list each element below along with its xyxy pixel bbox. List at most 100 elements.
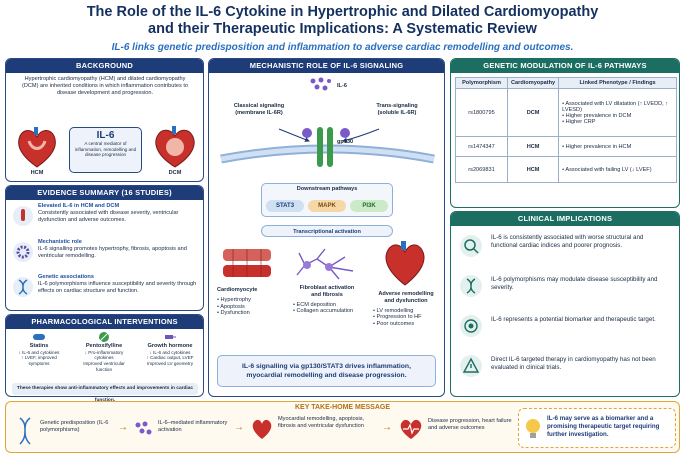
cardiomyocyte-block: Cardiomyocyte Hypertrophy Apoptosis Dysf…: [217, 287, 287, 317]
takehome-step: Myocardial remodelling, apoptosis, fibro…: [278, 416, 365, 429]
list-item: Progression to HF: [373, 314, 443, 321]
hcm-label: HCM: [30, 170, 44, 176]
findings-cell: Higher prevalence in HCM: [558, 136, 677, 157]
trans-label: Trans-signaling (soluble IL-6R): [361, 103, 433, 117]
il6-center-title: IL-6: [96, 130, 115, 141]
mechanism-summary: IL-6 signalling via gp130/STAT3 drives i…: [217, 355, 436, 387]
evidence-item-title: Elevated IL-6 in HCM and DCM: [38, 203, 120, 209]
fibroblast-title-2: and fibrosis: [311, 291, 343, 298]
conclusion-box: IL-6 may serve as a biomarker and a prom…: [518, 408, 676, 448]
takehome-step: IL-6–mediated inflammatory activation: [158, 420, 228, 433]
classical-label: Classical signaling (membrane IL-6R): [223, 103, 295, 117]
evidence-item-text: IL-6 signalling promotes hypertrophy, fi…: [38, 246, 187, 259]
evidence-panel: EVIDENCE SUMMARY (16 STUDIES) Elevated I…: [5, 185, 204, 311]
list-item: Higher CRP: [562, 119, 673, 125]
pathway-stat3: STAT3: [266, 200, 304, 212]
list-item: LV remodelling: [373, 308, 443, 315]
adverse-list: LV remodelling Progression to HF Poor ou…: [373, 308, 443, 328]
cm-cell: DCM: [506, 88, 560, 137]
heart-icon: [252, 419, 272, 439]
target-icon: [460, 315, 482, 337]
arrow-icon: →: [234, 422, 244, 433]
ligand-label: IL-6: [337, 83, 347, 89]
cardiomyocyte-icon: [223, 249, 271, 277]
column-header: Polymorphism: [455, 77, 508, 89]
pharma-footer: These therapies show anti-inflammatory e…: [12, 383, 198, 403]
snp-cell: rs1474347: [455, 136, 508, 157]
list-item: Collagen accumulation: [293, 308, 365, 315]
drug-line: ↓ IL-6 and cytokines: [18, 349, 60, 355]
title-line-1: The Role of the IL-6 Cytokine in Hypertr…: [86, 4, 599, 20]
takehome-step: Disease progression, heart failure and a…: [428, 418, 512, 431]
classical-line-1: Classical signaling: [233, 103, 285, 109]
snp-cell: rs1800795: [455, 88, 508, 137]
list-item: Hypertrophy: [217, 297, 287, 304]
takehome-conclusion: IL-6 may serve as a biomarker and a prom…: [547, 415, 660, 438]
evidence-item-title: Genetic associations: [38, 274, 94, 280]
adverse-title-2: and dysfunction: [384, 297, 428, 304]
hcm-heart-icon: [18, 127, 56, 168]
adverse-title-1: Adverse remodelling: [378, 291, 434, 297]
drug-line: ↑ LVEF, improved: [21, 355, 57, 361]
genetic-table: Polymorphism Cardiomyopathy Linked Pheno…: [455, 77, 677, 183]
dna-icon: [460, 275, 482, 297]
ligand-dots-icon: [135, 421, 152, 435]
genetic-heading: GENETIC MODULATION OF IL-6 PATHWAYS: [451, 59, 679, 73]
evidence-item-title: Mechanistic role: [38, 239, 82, 245]
pharma-panel: PHARMACOLOGICAL INTERVENTIONS Statins ↓ …: [5, 314, 204, 403]
dcm-label: DCM: [168, 170, 182, 176]
list-item: Dysfunction: [217, 310, 287, 317]
cm-cell: HCM: [506, 136, 560, 157]
background-panel: BACKGROUND Hypertrophic cardiomyopathy (…: [5, 58, 204, 182]
clinical-item: IL-6 represents a potential biomarker an…: [491, 316, 656, 323]
heartbeat-icon: [400, 419, 422, 439]
clinical-panel: CLINICAL IMPLICATIONS IL-6 is consistent…: [450, 211, 680, 397]
list-item: Higher prevalence in DCM: [562, 113, 673, 119]
page-title: The Role of the IL-6 Cytokine in Hypertr…: [0, 4, 685, 38]
background-text: Hypertrophic cardiomyopathy (HCM) and di…: [21, 76, 189, 96]
evidence-item: Mechanistic role IL-6 signalling promote…: [10, 239, 200, 273]
clinical-item: IL-6 polymorphisms may modulate disease …: [491, 276, 658, 291]
lightbulb-icon: [526, 419, 540, 438]
arrow-icon: →: [118, 422, 128, 433]
arrow-icon: →: [382, 422, 392, 433]
clinical-heading: CLINICAL IMPLICATIONS: [451, 212, 679, 226]
transcription-label: Transcriptional activation: [261, 225, 393, 237]
snp-cell: rs2069831: [455, 156, 508, 183]
evidence-item: Elevated IL-6 in HCM and DCM Consistentl…: [10, 203, 200, 237]
mechanism-heading: MECHANISTIC ROLE OF IL-6 SIGNALING: [209, 59, 444, 73]
column-header: Cardiomyopathy: [506, 77, 560, 89]
findings-cell: Associated with failing LV (↓ LVEF): [558, 156, 677, 183]
fibroblast-title-1: Fibroblast activation: [299, 285, 355, 291]
list-item: Apoptosis: [217, 304, 287, 311]
list-item: Poor outcomes: [373, 321, 443, 328]
list-item: ECM deposition: [293, 302, 365, 309]
dna-icon: [19, 417, 31, 445]
takehome-panel: KEY TAKE-HOME MESSAGE Genetic predisposi…: [5, 401, 680, 453]
drug-column: Statins ↓ IL-6 and cytokines ↑ LVEF, imp…: [8, 331, 70, 367]
adverse-block: Adverse remodelling and dysfunction LV r…: [369, 291, 443, 328]
drug-line: Improved LV geometry: [146, 360, 194, 366]
clinical-item: Direct IL-6 targeted therapy in cardiomy…: [491, 356, 656, 371]
drug-line: ↓ IL-6 and cytokines: [149, 349, 191, 355]
pathway-pi3k: PI3K: [350, 200, 388, 212]
magnifier-chart-icon: [460, 235, 482, 257]
column-header: Linked Phenotype / Findings: [558, 77, 677, 89]
il6-center-box: IL-6 A central mediator of inflammation,…: [69, 127, 142, 173]
drug-line: symptoms: [28, 360, 50, 366]
cm-cell: HCM: [506, 156, 560, 183]
evidence-item-text: Consistently associated with disease sev…: [38, 210, 179, 223]
dcm-heart-icon: [155, 126, 195, 168]
drug-column: Pentoxifylline ↓ Pro-inflammatory cytoki…: [72, 331, 136, 372]
mechanism-panel: MECHANISTIC ROLE OF IL-6 SIGNALING IL-6 …: [208, 58, 445, 397]
cardiomyocyte-list: Hypertrophy Apoptosis Dysfunction: [217, 297, 287, 317]
evidence-item-text: IL-6 polymorphisms influence susceptibil…: [38, 281, 197, 294]
pathway-mapk: MAPK: [308, 200, 346, 212]
drug-name: Growth hormone: [147, 343, 193, 349]
trans-line-1: Trans-signaling: [376, 103, 418, 109]
title-line-2: and their Therapeutic Implications: A Sy…: [148, 21, 537, 37]
drug-line: function: [95, 366, 113, 372]
takehome-heading: KEY TAKE-HOME MESSAGE: [294, 404, 391, 411]
list-item: Associated with LV dilatation (↑ LVEDD, …: [562, 101, 673, 113]
drug-column: Growth hormone ↓ IL-6 and cytokines ↑ Ca…: [138, 331, 202, 367]
